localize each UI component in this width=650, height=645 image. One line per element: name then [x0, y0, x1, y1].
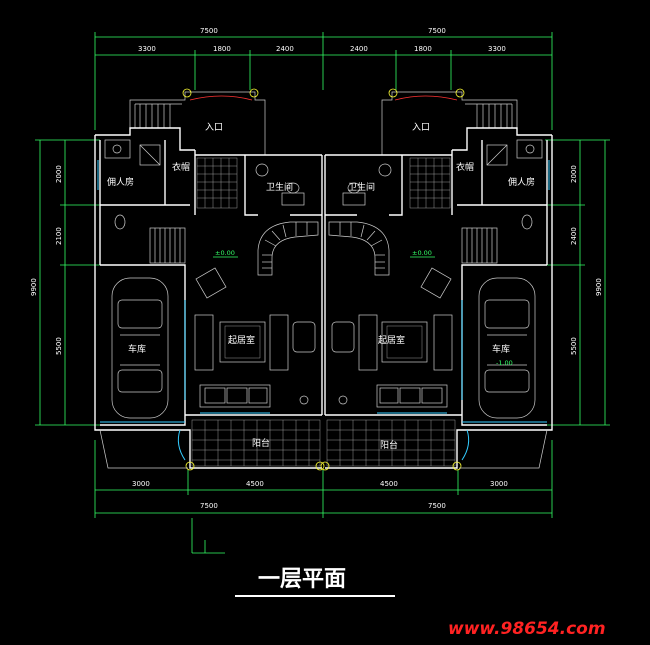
entrance-porch-right: [381, 88, 518, 155]
top-total-dim-right: 7500: [428, 27, 446, 35]
balcony-label-left: 阳台: [252, 437, 270, 449]
bottom-dimension-chain: 3000 4500 4500 3000 7500 7500: [94, 440, 553, 554]
garage-stair-right: [461, 227, 498, 264]
top-dimension-chain: 7500 7500 3300 1800 2400 2400 1800 3300: [94, 27, 553, 130]
balcony-left: [177, 419, 325, 471]
garage-label-left: 车库: [128, 343, 146, 355]
bathroom-fixtures-left: [255, 163, 305, 206]
drawing-title-text: 一层平面: [258, 567, 346, 592]
driveway-aprons: [99, 429, 548, 469]
right-seg-dim-1: 2000: [570, 165, 578, 183]
bathroom-label-right: 卫生间: [348, 181, 375, 193]
living-furniture-left: [194, 267, 316, 408]
bottom-seg-dim-3: 4500: [380, 480, 398, 488]
servant-room-furniture-left: [104, 139, 161, 230]
balcony-label-right: 阳台: [380, 439, 398, 451]
servant-room-furniture-right: [486, 139, 543, 230]
right-seg-dim-2: 2400: [570, 227, 578, 245]
top-seg-dim-5: 1800: [414, 45, 432, 53]
garage-stair-left: [149, 227, 186, 264]
right-dimension-chain: 2000 2400 5500 9900: [545, 139, 610, 426]
spiral-stair-right: [328, 221, 390, 276]
top-seg-dim-4: 2400: [350, 45, 368, 53]
bottom-seg-dim-1: 3000: [132, 480, 150, 488]
top-seg-dim-6: 3300: [488, 45, 506, 53]
entrance-label-left: 入口: [205, 122, 223, 133]
spiral-stair-left: [257, 221, 319, 276]
right-seg-dim-3: 5500: [570, 337, 578, 355]
garage-label-right: 车库: [492, 343, 510, 355]
outer-walls: [94, 127, 553, 469]
glazing-lines: [97, 160, 550, 423]
left-seg-dim-2: 2100: [55, 227, 63, 245]
watermark-text: www.98654.com: [448, 619, 606, 639]
drawing-title: 一层平面: [235, 567, 395, 597]
column-marker: [182, 88, 192, 98]
bathroom-label-left: 卫生间: [266, 181, 293, 193]
cloakroom-label-left: 衣帽: [172, 161, 190, 173]
bottom-seg-dim-4: 3000: [490, 480, 508, 488]
living-room-label-right: 起居室: [378, 334, 405, 346]
servant-room-label-left: 佣人房: [107, 176, 134, 188]
bottom-seg-dim-2: 4500: [246, 480, 264, 488]
entrance-porch-left: [129, 88, 266, 155]
bottom-total-dim-right: 7500: [428, 502, 446, 510]
bathroom-fixtures-right: [342, 163, 392, 206]
top-total-dim-left: 7500: [200, 27, 218, 35]
balcony-right: [320, 419, 470, 471]
column-marker: [452, 461, 462, 471]
level-marker-garage: -1.00: [496, 359, 513, 367]
entrance-label-right: 入口: [412, 122, 430, 133]
bottom-total-dim-left: 7500: [200, 502, 218, 510]
left-seg-dim-3: 5500: [55, 337, 63, 355]
left-total-dim: 9900: [30, 278, 38, 296]
car-left: [111, 277, 169, 419]
cloakroom-label-right: 衣帽: [456, 161, 474, 173]
column-marker: [455, 88, 465, 98]
column-marker: [320, 461, 330, 471]
column-marker: [249, 88, 259, 98]
column-marker: [315, 461, 325, 471]
top-seg-dim-2: 1800: [213, 45, 231, 53]
left-dimension-chain: 2000 2100 5500 9900: [30, 139, 100, 426]
level-marker-left: ±0.00: [215, 249, 235, 257]
living-room-label-left: 起居室: [228, 334, 255, 346]
cloakroom-grid-right: [409, 157, 451, 209]
top-seg-dim-3: 2400: [276, 45, 294, 53]
column-marker: [388, 88, 398, 98]
living-furniture-right: [331, 267, 453, 408]
level-markers: ±0.00 ±0.00 -1.00: [213, 249, 513, 367]
left-seg-dim-1: 2000: [55, 165, 63, 183]
servant-room-label-right: 佣人房: [508, 176, 535, 188]
room-labels: 入口 入口 衣帽 衣帽 佣人房 佣人房 卫生间 卫生间 起居室 起居室 车库 车…: [107, 122, 535, 451]
right-total-dim: 9900: [595, 278, 603, 296]
column-marker: [185, 461, 195, 471]
cloakroom-grid-left: [196, 157, 238, 209]
level-marker-right: ±0.00: [412, 249, 432, 257]
car-right: [478, 277, 536, 419]
top-seg-dim-1: 3300: [138, 45, 156, 53]
